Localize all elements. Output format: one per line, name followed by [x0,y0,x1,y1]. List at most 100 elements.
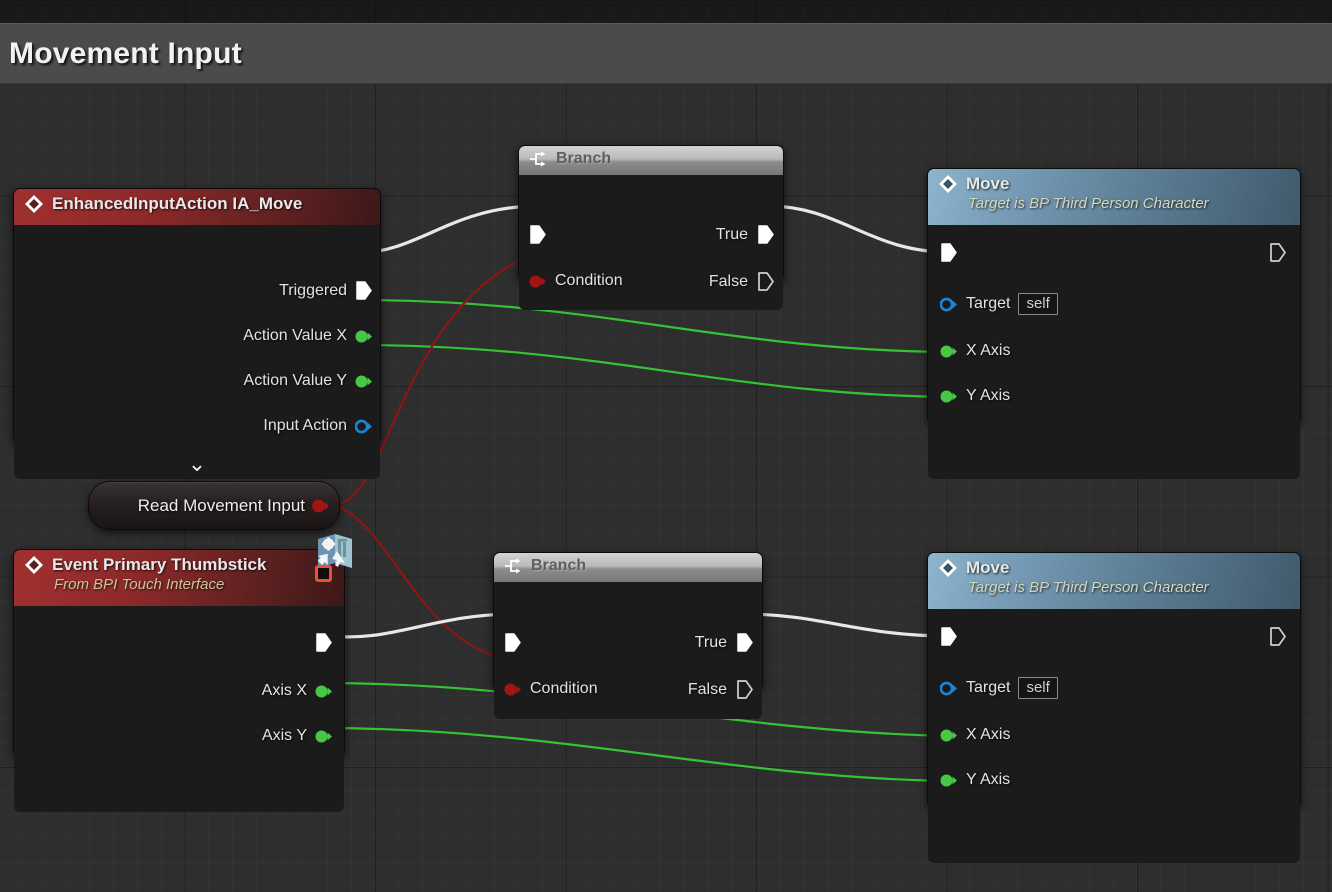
node-subtitle-move-bottom: Target is BP Third Person Character [968,579,1209,596]
comment-title: Movement Input [9,36,242,70]
node-read-movement-input-getter[interactable]: Read Movement Input [88,481,340,530]
object-pin-input-action[interactable] [355,419,372,434]
pin-row-branch-top-condition[interactable]: Condition [529,272,623,290]
exec-pin-branch-top-true[interactable] [757,225,774,244]
blueprint-interface-icon [317,534,352,568]
pin-row-move-bottom-exec-in[interactable] [940,627,957,646]
node-body-branch-bottom: Condition True False [494,582,762,719]
pin-label-branch-top-false: False [708,272,748,290]
node-branch-bottom[interactable]: Branch Condition True [493,552,763,719]
node-header-move-bottom: Move Target is BP Third Person Character [928,553,1300,609]
pin-row-input-action[interactable]: Input Action [263,417,372,435]
node-move-bottom[interactable]: Move Target is BP Third Person Character [927,552,1301,863]
node-title-event-thumbstick: Event Primary Thumbstick [52,555,267,574]
pin-label-branch-top-true: True [715,225,748,243]
pin-label-move-bottom-target: Target [966,679,1011,696]
pin-row-move-top-xaxis[interactable]: X Axis [940,342,1010,360]
pin-row-move-bottom-target[interactable]: Target self [940,677,1058,699]
exec-pin-move-top-in[interactable] [940,243,957,262]
node-enhanced-input-action[interactable]: EnhancedInputAction IA_Move Triggered Ac… [13,188,381,479]
exec-pin-branch-bottom-in[interactable] [504,633,521,652]
node-event-primary-thumbstick[interactable]: Event Primary Thumbstick From BPI Touch … [13,549,345,812]
wire-exec-trigger-to-branch-top [354,204,542,255]
pin-row-move-top-yaxis[interactable]: Y Axis [940,387,1010,405]
float-pin-action-value-x[interactable] [355,329,372,344]
pin-label-input-action: Input Action [263,417,347,434]
pin-row-move-top-exec-out[interactable] [1269,243,1286,262]
float-pin-move-top-yaxis[interactable] [940,389,957,404]
node-header-event-thumbstick: Event Primary Thumbstick From BPI Touch … [14,550,344,606]
exec-pin-triggered[interactable] [355,281,372,300]
pin-row-thumbstick-exec-out[interactable] [315,633,332,652]
node-branch-top[interactable]: Branch Condition True [518,145,784,310]
pin-label-action-value-y: Action Value Y [243,372,347,389]
wire-exec-branchbottom-true-to-movebottom [742,612,950,638]
wire-bool-readinput-to-branchbottom-condition [332,503,516,662]
comment-box-header[interactable]: Movement Input [0,23,1332,84]
function-diamond-icon [939,559,957,577]
pin-row-triggered[interactable]: Triggered [279,281,372,300]
float-pin-action-value-y[interactable] [355,374,372,389]
wire-float-actionvaluey-to-movetop-yaxis [355,343,949,399]
node-move-top[interactable]: Move Target is BP Third Person Character [927,168,1301,479]
exec-pin-branch-top-in[interactable] [529,225,546,244]
pin-row-branch-bottom-exec-in[interactable] [504,633,521,652]
node-body-move-top: Target self X Axis Y Axis [928,225,1300,479]
pin-row-branch-bottom-condition[interactable]: Condition [504,680,598,698]
pin-row-thumbstick-axis-y[interactable]: Axis Y [262,727,332,745]
object-pin-move-top-target[interactable] [940,297,957,312]
pin-row-branch-top-exec-in[interactable] [529,225,546,244]
object-pin-move-bottom-target[interactable] [940,681,957,696]
pin-label-branch-top-condition: Condition [555,272,623,289]
node-title-move-bottom: Move [966,558,1010,577]
exec-pin-thumbstick-out[interactable] [315,633,332,652]
exec-pin-move-top-out[interactable] [1269,243,1286,262]
float-pin-thumbstick-axis-x[interactable] [315,684,332,699]
pin-label-move-top-xaxis: X Axis [966,342,1011,359]
float-pin-move-bottom-xaxis[interactable] [940,728,957,743]
pin-label-triggered: Triggered [279,281,347,299]
pin-row-move-bottom-xaxis[interactable]: X Axis [940,726,1010,744]
pin-row-move-top-exec-in[interactable] [940,243,957,262]
pin-row-thumbstick-axis-x[interactable]: Axis X [262,682,332,700]
pin-row-branch-bottom-false[interactable]: False [688,680,753,699]
bool-pin-branch-bottom-condition[interactable] [504,682,521,697]
pin-row-move-bottom-exec-out[interactable] [1269,627,1286,646]
pin-row-branch-bottom-true[interactable]: True [695,633,753,652]
branch-icon [530,151,546,167]
node-title-branch-bottom: Branch [531,557,587,574]
node-header-branch-bottom: Branch [494,553,762,582]
exec-pin-branch-bottom-false[interactable] [736,680,753,699]
exec-pin-branch-top-false[interactable] [757,272,774,291]
pin-row-branch-top-true[interactable]: True [716,225,774,244]
pin-label-branch-bottom-true: True [694,633,727,651]
bool-pin-read-movement-input-out[interactable] [312,497,329,515]
pin-row-branch-top-false[interactable]: False [709,272,774,291]
target-self-value-move-bottom[interactable]: self [1018,677,1058,699]
node-header-enhanced-input: EnhancedInputAction IA_Move [14,189,380,225]
pin-row-move-top-target[interactable]: Target self [940,293,1058,315]
branch-icon [505,558,521,574]
pin-row-action-value-y[interactable]: Action Value Y [244,372,372,390]
exec-pin-branch-bottom-true[interactable] [736,633,753,652]
exec-pin-move-bottom-in[interactable] [940,627,957,646]
pin-label-move-bottom-yaxis: Y Axis [966,771,1011,788]
exec-pin-move-bottom-out[interactable] [1269,627,1286,646]
pin-row-move-bottom-yaxis[interactable]: Y Axis [940,771,1010,789]
float-pin-move-bottom-yaxis[interactable] [940,773,957,788]
comment-region-top [0,0,1332,23]
pin-row-action-value-x[interactable]: Action Value X [243,327,372,345]
bool-pin-branch-top-condition[interactable] [529,274,546,289]
event-diamond-icon [25,556,43,574]
disabled-breakpoint-badge[interactable] [315,565,332,582]
float-pin-move-top-xaxis[interactable] [940,344,957,359]
node-body-move-bottom: Target self X Axis Y Axis [928,609,1300,863]
node-body-event-thumbstick: Axis X Axis Y [14,606,344,812]
pin-label-move-top-target: Target [966,295,1011,312]
target-self-value-move-top[interactable]: self [1018,293,1058,315]
node-header-move-top: Move Target is BP Third Person Character [928,169,1300,225]
function-diamond-icon [939,175,957,193]
expand-chevron-down-icon[interactable]: ⌄ [187,451,207,476]
float-pin-thumbstick-axis-y[interactable] [315,729,332,744]
